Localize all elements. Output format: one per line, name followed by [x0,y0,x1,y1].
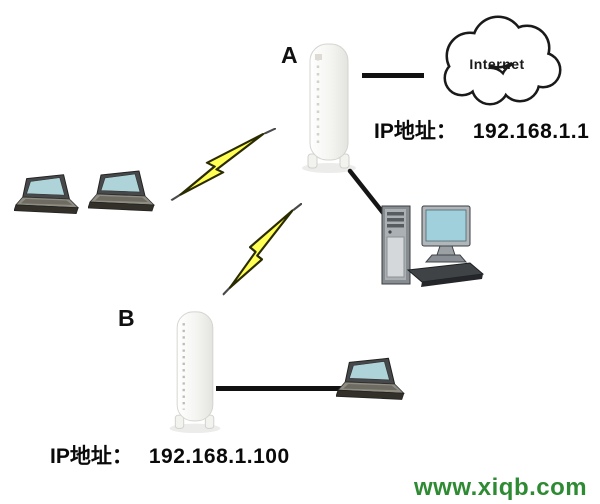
internet-label: Internet [469,56,524,72]
desktop-pc-icon [381,205,484,287]
router-body [309,43,349,161]
internet-cloud-icon: Internet [443,15,562,106]
ip-b: IP地址： 192.168.1.100 [50,440,290,470]
router-body [176,311,214,422]
wire-router-a-internet [362,73,424,78]
router-a-label: A [281,42,298,68]
router-a-icon [302,43,356,173]
router-foot [307,153,318,169]
keyboard [406,262,484,287]
router-foot [174,414,185,429]
cloud-fill [446,18,559,103]
monitor [421,205,471,263]
ip-a-value: 192.168.1.1 [472,120,590,143]
laptop-icon [88,170,156,212]
ip-a-label: IP地址： [374,120,457,143]
wire-router-a-desktop [347,168,387,217]
laptop-icon [336,357,405,400]
router-b-label: B [118,305,135,331]
tower [381,205,411,285]
router-b-icon [169,311,221,434]
site-watermark: www.xiqb.com [414,474,588,501]
wire-router-b-laptop [216,386,346,391]
laptop-icon [14,174,80,214]
ip-a: IP地址： 192.168.1.1 [374,115,589,145]
ip-b-label: IP地址： [50,445,133,468]
ip-b-value: 192.168.1.100 [148,445,290,468]
wireless-link-lightning-icon [222,203,302,296]
router-logo [315,54,322,60]
wireless-link-lightning-icon [170,128,276,201]
